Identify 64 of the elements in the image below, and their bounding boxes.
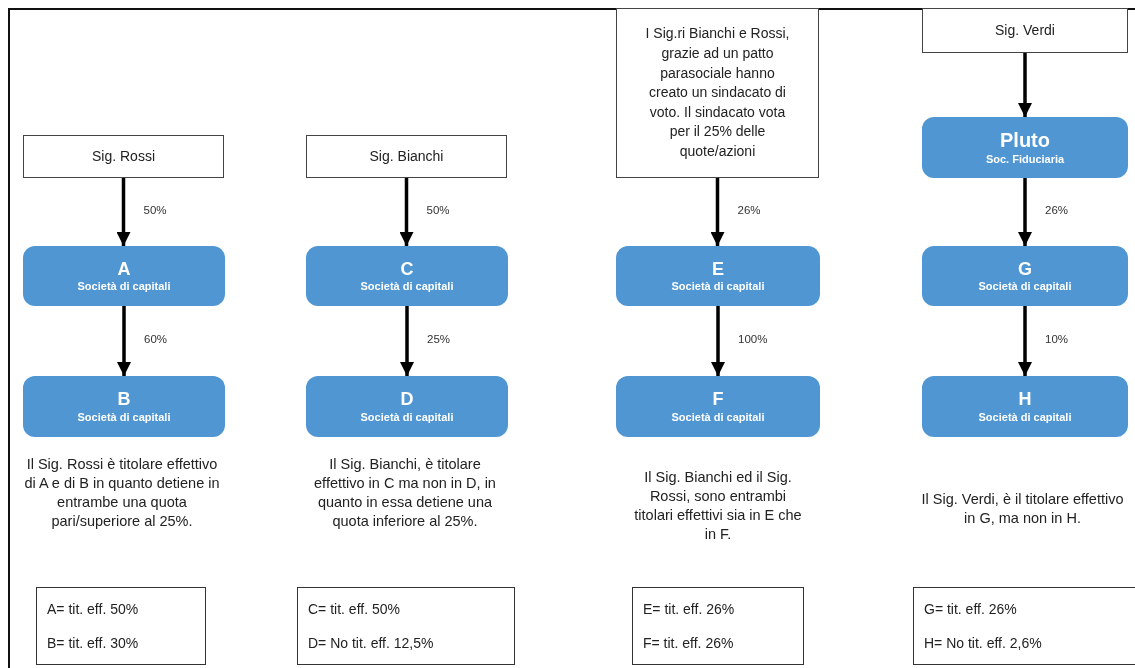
- company-type: Società di capitali: [77, 409, 171, 424]
- arrow: [1018, 53, 1032, 117]
- company-box: [922, 376, 1128, 437]
- summary-line: B= tit. eff. 30%: [47, 635, 140, 651]
- percentage-label: 60%: [144, 333, 168, 345]
- company-box: [306, 376, 508, 437]
- company-name: Pluto: [1000, 128, 1050, 152]
- company-box: [306, 246, 508, 306]
- company-box: [23, 246, 225, 306]
- explanation-text: Il Sig. Bianchi, è titolare effettivo in C ma non in D, in quanto in essa detiene una quota inferiore al 25%.: [313, 455, 497, 531]
- shareholder-box: Sig. Bianchi: [306, 135, 507, 178]
- company-name: E: [712, 258, 724, 280]
- shareholder-box: Sig. Verdi: [922, 8, 1128, 53]
- percentage-label: 26%: [737, 204, 761, 216]
- company-type: Soc. Fiduciaria: [985, 151, 1065, 167]
- company-box: [616, 246, 820, 306]
- company-name: D: [400, 389, 414, 410]
- company-type: Società di capitali: [671, 409, 765, 424]
- arrow: [1018, 306, 1032, 376]
- shareholder-box: I Sig.ri Bianchi e Rossi, grazie ad un patto parasociale hanno creato un sindacato di voto. Il sindacato vota per il 25% delle quote/azioni: [616, 8, 819, 178]
- arrow: [116, 178, 131, 246]
- summary-box: [36, 587, 206, 665]
- explanation-text: Il Sig. Bianchi ed il Sig. Rossi, sono entrambi titolari effettivi sia in E che in F.: [633, 468, 803, 544]
- shareholder-box: Sig. Rossi: [23, 135, 224, 178]
- percentage-label: 26%: [1045, 204, 1069, 216]
- summary-box: [913, 587, 1135, 665]
- summary-box: [632, 587, 804, 665]
- summary-line: H= No tit. eff. 2,6%: [924, 635, 1043, 651]
- company-type: Società di capitali: [360, 409, 454, 424]
- percentage-label: 50%: [143, 204, 167, 216]
- summary-line: D= No tit. eff. 12,5%: [308, 635, 435, 651]
- company-box: [922, 246, 1128, 306]
- summary-box: [297, 587, 515, 665]
- summary-line: C= tit. eff. 50%: [308, 601, 401, 617]
- percentage-label: 100%: [738, 333, 768, 345]
- arrow: [399, 178, 414, 246]
- summary-line: G= tit. eff. 26%: [924, 601, 1018, 617]
- arrow: [400, 306, 414, 376]
- company-type: Società di capitali: [360, 279, 454, 294]
- company-box: [23, 376, 225, 437]
- company-type: Società di capitali: [671, 279, 765, 294]
- percentage-label: 10%: [1045, 333, 1069, 345]
- arrow: [710, 178, 725, 246]
- company-name: H: [1018, 389, 1032, 410]
- percentage-label: 25%: [427, 333, 451, 345]
- explanation-text: Il Sig. Rossi è titolare effettivo di A e di B in quanto detiene in entrambe una quota pari/superiore al 25%.: [23, 455, 221, 531]
- company-type: Società di capitali: [978, 279, 1072, 294]
- company-name: G: [1018, 258, 1032, 280]
- company-box: [922, 117, 1128, 178]
- company-box: [616, 376, 820, 437]
- company-type: Società di capitali: [978, 409, 1072, 424]
- explanation-text: Il Sig. Verdi, è il titolare effettivo in G, ma non in H.: [920, 490, 1125, 528]
- summary-line: F= tit. eff. 26%: [643, 635, 735, 651]
- arrow: [117, 306, 131, 376]
- arrow: [711, 306, 725, 376]
- company-name: C: [400, 258, 414, 280]
- company-type: Società di capitali: [77, 279, 171, 294]
- arrow: [1018, 178, 1032, 246]
- summary-line: A= tit. eff. 50%: [47, 601, 140, 617]
- summary-line: E= tit. eff. 26%: [643, 601, 736, 617]
- company-name: A: [117, 258, 131, 280]
- percentage-label: 50%: [426, 204, 450, 216]
- company-name: F: [712, 389, 724, 410]
- company-name: B: [117, 389, 131, 410]
